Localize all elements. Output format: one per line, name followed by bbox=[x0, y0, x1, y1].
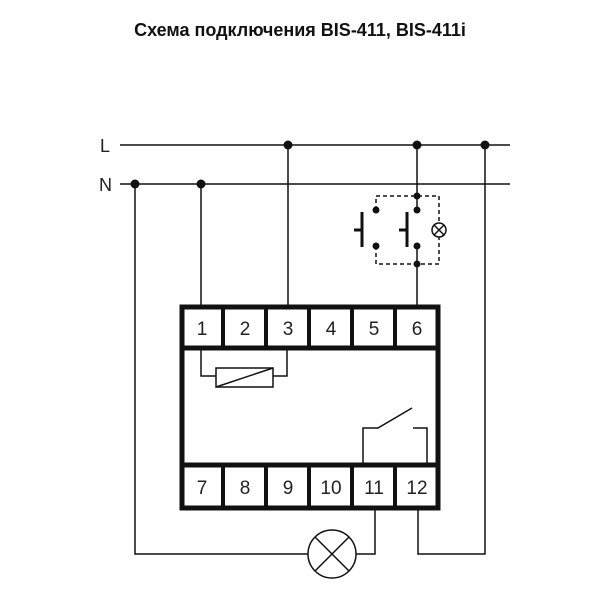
diagram-title: Схема подключения BIS-411, BIS-411i bbox=[134, 20, 466, 40]
wires bbox=[134, 145, 486, 555]
relay-housing bbox=[179, 304, 441, 511]
load-lamp-icon bbox=[307, 529, 357, 579]
terminal-3: 3 bbox=[283, 319, 294, 340]
terminal-6: 6 bbox=[412, 319, 423, 340]
terminals-top: 1 2 3 4 5 6 bbox=[197, 319, 423, 340]
terminal-10: 10 bbox=[320, 478, 341, 499]
terminal-8: 8 bbox=[240, 478, 251, 499]
terminals-bottom: 7 8 9 10 11 12 bbox=[197, 478, 428, 499]
indicator-lamp-icon bbox=[431, 222, 447, 238]
terminal-12: 12 bbox=[406, 478, 427, 499]
relay-coil-icon bbox=[215, 367, 274, 388]
junction-dots bbox=[130, 140, 490, 268]
pushbutton-icon bbox=[354, 212, 364, 247]
terminal-4: 4 bbox=[326, 319, 337, 340]
terminal-9: 9 bbox=[283, 478, 294, 499]
pushbutton-icon bbox=[399, 212, 409, 247]
terminal-11: 11 bbox=[364, 478, 384, 499]
terminal-2: 2 bbox=[240, 319, 251, 340]
pushbutton-group bbox=[354, 195, 447, 265]
line-label-N: N bbox=[99, 175, 112, 195]
terminal-7: 7 bbox=[197, 478, 208, 499]
line-label-L: L bbox=[100, 136, 110, 156]
terminal-5: 5 bbox=[369, 319, 380, 340]
terminal-1: 1 bbox=[197, 319, 208, 340]
bus-lines bbox=[120, 144, 510, 185]
